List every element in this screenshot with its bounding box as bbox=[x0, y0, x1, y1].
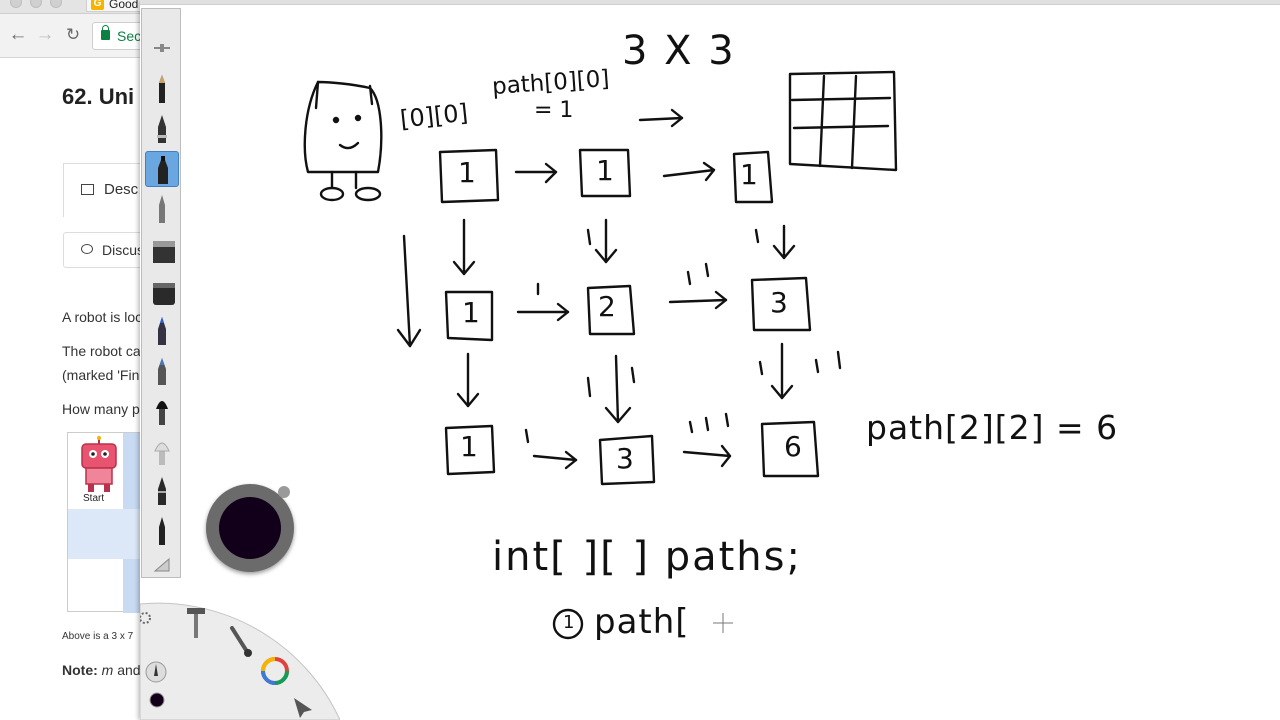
mini-grid-sketch bbox=[788, 70, 898, 172]
description-icon bbox=[81, 184, 94, 195]
blue-pen-icon[interactable] bbox=[145, 313, 179, 349]
browser-tab[interactable]: G Good bbox=[86, 0, 146, 12]
lock-icon bbox=[101, 25, 110, 40]
arrow-right bbox=[524, 428, 578, 470]
settings-slider-icon[interactable] bbox=[145, 31, 179, 67]
crosshair-cursor-icon bbox=[713, 613, 733, 633]
chat-bubble-icon bbox=[81, 244, 93, 254]
grid-row-shade bbox=[68, 509, 148, 559]
arrow-down bbox=[586, 354, 636, 424]
tab-discuss-label: Discus bbox=[102, 242, 145, 258]
arrow-right bbox=[514, 162, 558, 184]
ruler-icon[interactable] bbox=[145, 551, 179, 575]
box-0-2 bbox=[732, 150, 774, 204]
tab-description-label: Desc bbox=[104, 181, 139, 198]
paragraph-2: The robot ca bbox=[62, 343, 141, 359]
eraser-icon[interactable] bbox=[145, 231, 179, 267]
arrow-right bbox=[668, 262, 728, 310]
box-1-2 bbox=[750, 276, 812, 332]
close-window-icon[interactable] bbox=[10, 0, 22, 8]
block-eraser-icon[interactable] bbox=[145, 273, 179, 309]
zoom-window-icon[interactable] bbox=[50, 0, 62, 8]
favicon-icon: G bbox=[91, 0, 104, 10]
paragraph-1: A robot is loc bbox=[62, 309, 143, 325]
box-2-0 bbox=[444, 424, 496, 476]
address-bar-text: Sec bbox=[117, 28, 142, 44]
box-1-0 bbox=[444, 290, 494, 342]
arrow-down bbox=[452, 218, 476, 276]
box-0-0 bbox=[438, 148, 500, 204]
fine-pen-icon[interactable] bbox=[145, 513, 179, 549]
box-2-2 bbox=[760, 420, 820, 478]
calligraphy-pen-icon[interactable] bbox=[145, 473, 179, 509]
reload-icon[interactable]: ↻ bbox=[65, 25, 81, 44]
robot-sketch bbox=[303, 80, 383, 202]
tab-title: Good bbox=[109, 0, 139, 11]
pen-tip-icon[interactable] bbox=[145, 661, 167, 683]
note-text: Note: m and bbox=[62, 662, 141, 678]
problem-title: 62. Uni bbox=[62, 84, 135, 109]
arrow-down bbox=[754, 224, 796, 260]
minimize-window-icon[interactable] bbox=[30, 0, 42, 8]
pencil-icon[interactable] bbox=[145, 71, 179, 107]
arrow-down bbox=[586, 218, 618, 264]
color-wheel-icon[interactable] bbox=[261, 657, 289, 685]
box-0-1 bbox=[578, 148, 632, 198]
note-label: Note: bbox=[62, 662, 98, 678]
arrow-right bbox=[662, 161, 716, 182]
robot-icon bbox=[81, 436, 117, 492]
back-arrow-icon[interactable]: ← bbox=[8, 24, 28, 45]
current-color-swatch bbox=[219, 497, 281, 559]
color-puck[interactable] bbox=[206, 484, 294, 572]
image-caption: Above is a 3 x 7 bbox=[62, 631, 134, 642]
arrow-down bbox=[456, 352, 480, 408]
puck-toggle-icon[interactable] bbox=[278, 486, 290, 498]
paragraph-4: How many p bbox=[62, 401, 140, 417]
box-1-1 bbox=[586, 284, 636, 336]
paragraph-3: (marked 'Fin bbox=[62, 367, 140, 383]
soft-brush-icon[interactable] bbox=[145, 433, 179, 469]
arrow-down bbox=[758, 342, 842, 400]
box-2-1 bbox=[598, 434, 656, 486]
gear-icon[interactable] bbox=[140, 612, 151, 624]
arrow-right bbox=[682, 412, 732, 468]
arrow-right bbox=[516, 282, 570, 322]
marker-icon[interactable] bbox=[145, 151, 179, 187]
color-dot-icon[interactable] bbox=[149, 692, 165, 708]
brush-icon[interactable] bbox=[145, 191, 179, 227]
fountain-pen-icon[interactable] bbox=[145, 111, 179, 147]
paintbrush-icon[interactable] bbox=[230, 626, 252, 657]
start-label: Start bbox=[83, 493, 105, 504]
arrow-right bbox=[638, 108, 684, 128]
arrow-down-long bbox=[396, 234, 422, 348]
handwriting-layer bbox=[303, 70, 898, 640]
felt-pen-icon[interactable] bbox=[145, 353, 179, 389]
tool-palette bbox=[141, 8, 181, 578]
note-m: m bbox=[101, 662, 114, 678]
note-rest: and bbox=[113, 662, 141, 678]
forward-arrow-icon[interactable]: → bbox=[35, 24, 55, 45]
step-circle bbox=[552, 608, 584, 640]
ink-brush-icon[interactable] bbox=[145, 393, 179, 429]
hammer-icon[interactable] bbox=[187, 608, 205, 638]
canvas-top-edge bbox=[140, 0, 1280, 5]
pointer-arrow-icon[interactable] bbox=[294, 698, 312, 718]
radial-tool-menu bbox=[140, 602, 340, 720]
